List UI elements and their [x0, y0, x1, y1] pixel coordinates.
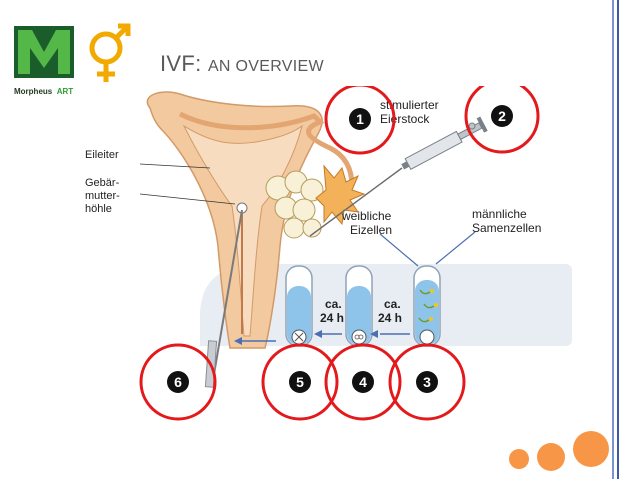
ivf-diagram: Eileiter Gebär- mutter- höhle stimuliert… [85, 86, 572, 421]
test-tube-3 [413, 265, 441, 347]
test-tube-5 [285, 265, 313, 347]
gender-symbol-icon [89, 23, 131, 82]
step-4-number: 4 [359, 374, 367, 390]
step-5: 5 [261, 343, 339, 421]
step-2: 2 [464, 86, 540, 154]
step-5-number: 5 [296, 374, 304, 390]
step-3: 3 [388, 343, 466, 421]
logo-wordmark-m: M [14, 87, 21, 96]
logo-wordmark-art: ART [56, 87, 74, 96]
test-tube-4 [345, 265, 373, 347]
label-time-2-hours: 24 h [378, 311, 402, 325]
label-gebaer-3: höhle [85, 203, 112, 215]
label-pointers [379, 231, 476, 267]
morpheus-art-logo [14, 23, 131, 82]
step-4: 4 [324, 343, 402, 421]
step-6: 6 [139, 343, 217, 421]
logo-wordmark: Morpheus ART [14, 81, 104, 96]
ovary-follicles [265, 164, 366, 239]
syringe-tip [468, 122, 476, 130]
aspiration-needle [309, 167, 403, 237]
logo-letter-m [14, 26, 74, 78]
step-6-number: 6 [174, 374, 182, 390]
step-2-number: 2 [498, 108, 506, 124]
label-maennliche: männliche [472, 207, 527, 221]
decorative-dots [509, 431, 609, 471]
process-arrows [234, 330, 410, 345]
label-gebaer-1: Gebär- [85, 177, 120, 189]
title-prefix: IVF: [160, 51, 208, 76]
label-gebaer-2: mutter- [85, 190, 120, 202]
step-3-number: 3 [423, 374, 431, 390]
label-time-1-ca: ca. [325, 297, 342, 311]
label-samenzellen: Samenzellen [472, 221, 541, 235]
logo-wordmark-text: orpheus [20, 87, 53, 96]
label-time-2-ca: ca. [384, 297, 401, 311]
label-stim-1: stimulierter [380, 98, 439, 112]
label-time-1-hours: 24 h [320, 311, 344, 325]
page-title: IVF: AN OVERVIEW [160, 51, 324, 77]
label-eileiter: Eileiter [85, 149, 119, 161]
step-1-number: 1 [356, 111, 364, 127]
label-weibliche: weibliche [341, 209, 392, 223]
slide-rule-light [612, 0, 614, 479]
step-1: 1 [324, 86, 396, 155]
title-text: AN OVERVIEW [207, 58, 324, 75]
label-stim-2: Eierstock [380, 112, 430, 126]
slide-rule-dark [617, 0, 619, 479]
label-eizellen: Eizellen [350, 223, 392, 237]
